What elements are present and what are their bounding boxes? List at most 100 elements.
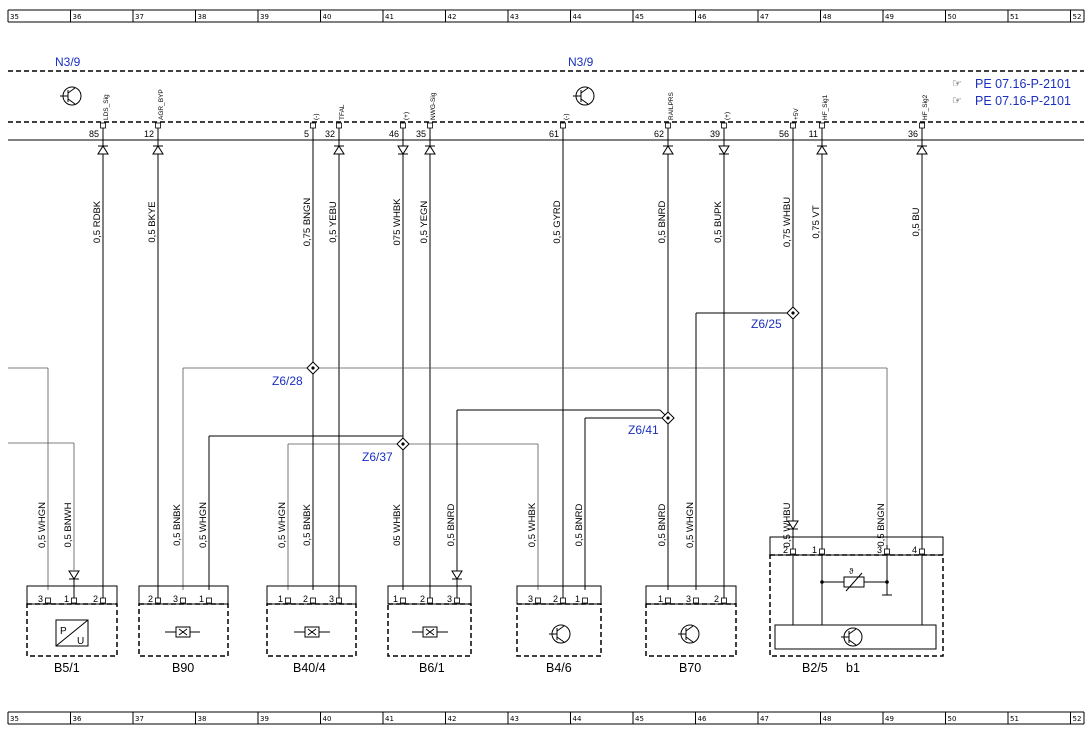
wire-label: 0,75 VT (811, 205, 822, 238)
splice-diamond (661, 411, 675, 425)
component-pin: 2 (93, 594, 106, 604)
ruler-bottom-label: 50 (948, 715, 957, 723)
signal-arrow-icon (718, 145, 730, 155)
ecu-pin-signal: +5V (793, 108, 800, 120)
ecu-pin-number: 62 (654, 129, 664, 139)
signal-arrow-icon (424, 145, 436, 155)
component-pin: 2 (553, 594, 566, 604)
ruler-bottom-label: 43 (510, 715, 519, 723)
component-pin-number: 1 (393, 594, 398, 604)
component-label: B2/5 (802, 661, 828, 675)
signal-arrow-icon (333, 145, 345, 155)
component-pin: 2 (420, 594, 433, 604)
component-pin-number: 2 (553, 594, 558, 604)
ruler-top-label: 37 (135, 13, 144, 21)
ecu-pin-61: 61(-)0,5 GYRD (549, 114, 570, 590)
ecu-n3-9: N3/9 N3/9 ☞ PE 07.16-P-2101 ☞ PE 07.16-P… (8, 55, 1084, 141)
bottom-ruler (8, 711, 1084, 725)
ecu-pin-signal: (-) (563, 114, 570, 121)
wire-label: 0,5 GYRD (552, 200, 563, 243)
component-label: B4/6 (546, 661, 572, 675)
component-b70: B70 (645, 585, 737, 675)
transistor-icon (60, 86, 82, 106)
ruler-top-label: 52 (1073, 13, 1082, 21)
doc-ref-link[interactable]: PE 07.16-P-2101 (975, 77, 1071, 91)
wire-label: 0,5 WHBU (782, 502, 793, 547)
ruler-bottom-label: 51 (1010, 715, 1019, 723)
resistor-icon (294, 626, 330, 638)
pointing-hand-icon: ☞ (952, 95, 962, 107)
wire-label: 0,5 RDBK (92, 200, 103, 243)
wire-label: 075 WHBK (392, 198, 403, 246)
ecu-pin-number: 85 (89, 129, 99, 139)
ruler-top-label: 46 (698, 13, 707, 21)
doc-ref-1[interactable]: ☞ PE 07.16-P-2101 (952, 77, 1071, 91)
ruler-top-label: 50 (948, 13, 957, 21)
ecu-pin-signal: LDS_Sig (103, 94, 110, 120)
wire-label: 0,75 WHBU (782, 197, 793, 247)
ruler-top-label: 41 (385, 13, 394, 21)
doc-ref-2[interactable]: ☞ PE 07.16-P-2101 (952, 94, 1071, 108)
ecu-label-right: N3/9 (568, 55, 594, 69)
wire-label: 0,5 BNRD (657, 200, 668, 243)
component-sub-label: b1 (846, 661, 860, 675)
ruler-bottom-label: 45 (635, 715, 644, 723)
ecu-pin-number: 56 (779, 129, 789, 139)
svg-text:P: P (60, 626, 67, 637)
component-pin-number: 3 (686, 594, 691, 604)
doc-ref-link[interactable]: PE 07.16-P-2101 (975, 94, 1071, 108)
component-label: B40/4 (293, 661, 326, 675)
wire-label: 0,5 BKYE (147, 201, 158, 242)
ruler-top-label: 39 (260, 13, 269, 21)
ruler-top-label: 38 (198, 13, 207, 21)
ruler-bottom-label: 49 (885, 715, 894, 723)
ruler-bottom-label: 46 (698, 715, 707, 723)
ruler-bottom-label: 42 (448, 715, 457, 723)
ecu-pin-62: 62 RAILPRS 0,5 BNRD (654, 92, 675, 418)
ecu-pin-number: 5 (304, 129, 309, 139)
component-pin: 1 (199, 594, 212, 604)
ruler-top-label: 43 (510, 13, 519, 21)
ruler-top-label: 45 (635, 13, 644, 21)
ecu-pin-signal: NWG-Sig (430, 92, 437, 120)
ecu-pin-number: 35 (416, 129, 426, 139)
component-pin: 2 (303, 594, 316, 604)
ruler-bottom-label: 41 (385, 715, 394, 723)
ecu-pin-number: 12 (144, 129, 154, 139)
component-pin-number: 3 (447, 594, 452, 604)
resistor-icon (412, 626, 448, 638)
ruler-bottom-label: 47 (760, 715, 769, 723)
transistor-icon (573, 86, 595, 106)
ecu-pin-signal: (-) (313, 114, 320, 121)
component-pin-number: 2 (714, 594, 719, 604)
svg-text:U: U (77, 636, 84, 647)
ecu-pin-39: 39(+)0,5 BUPK (710, 112, 731, 590)
wire-label: 0,5 WHGN (685, 502, 696, 548)
component-pin: 3 (173, 594, 186, 604)
wire-label: 0,5 WHBK (527, 502, 538, 547)
ecu-pin-85: 85 LDS_Sig 0,5 RDBK (89, 94, 110, 590)
component-pin-number: 2 (420, 594, 425, 604)
svg-text:ϑ: ϑ (849, 567, 854, 576)
ruler-top-label: 42 (448, 13, 457, 21)
top-ruler (8, 9, 1084, 23)
component-b5-1: P U B5/1 (26, 585, 118, 675)
component-b2-5: ϑ B2/5 b1 (769, 536, 944, 675)
signal-arrow-icon (397, 145, 409, 155)
component-b6-1: B6/1 (387, 585, 472, 675)
ecu-pin-signal: RAILPRS (668, 92, 675, 120)
ecu-pin-number: 46 (389, 129, 399, 139)
ruler-bottom-label: 39 (260, 715, 269, 723)
ecu-pin-signal: (+) (724, 112, 731, 120)
pressure-sensor-icon: P U (55, 619, 89, 647)
ecu-pin-number: 32 (325, 129, 335, 139)
ruler-bottom-label: 40 (323, 715, 332, 723)
wire-label: 0,5 BNRD (574, 503, 585, 546)
ruler-top-label: 44 (573, 13, 582, 21)
ecu-pin-number: 36 (908, 129, 918, 139)
transistor-icon (678, 624, 700, 644)
